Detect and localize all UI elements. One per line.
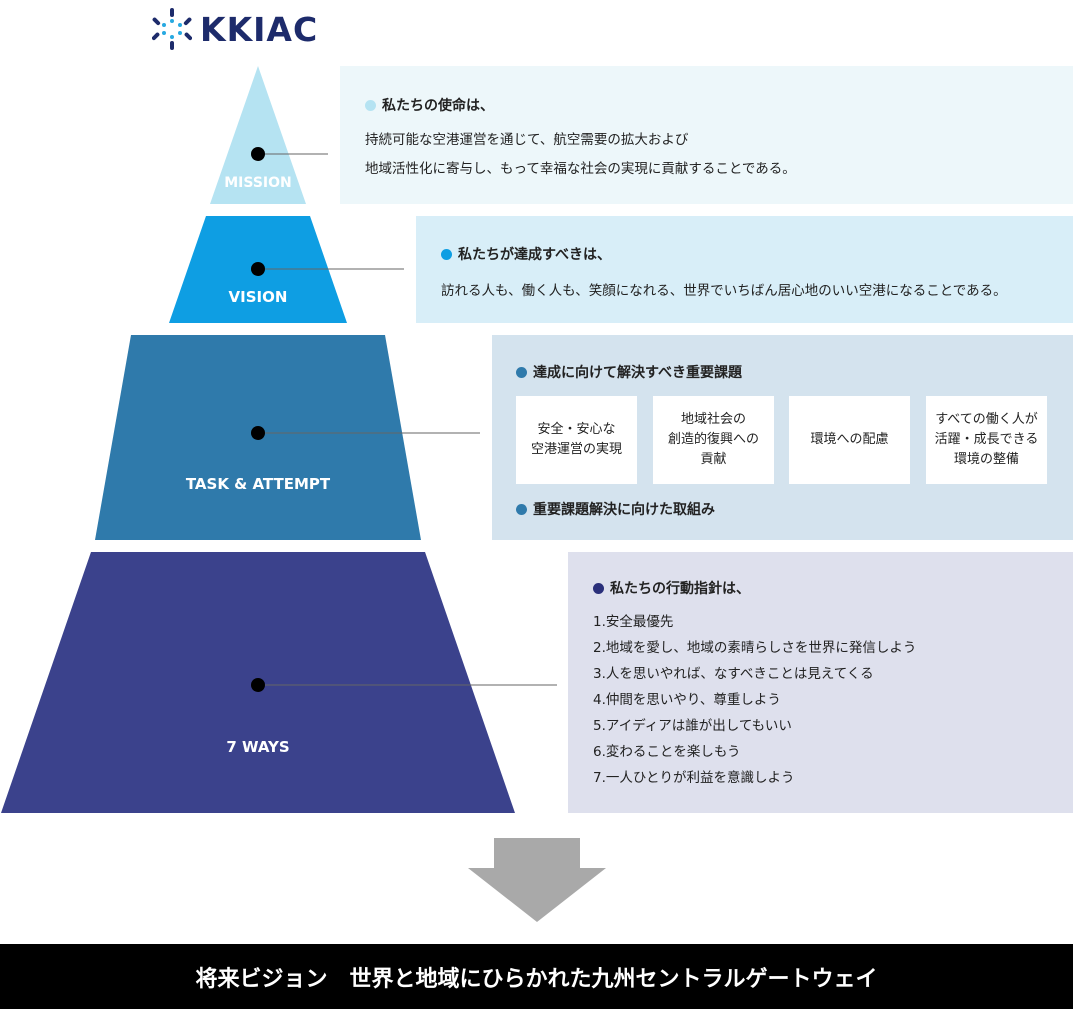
- tier-mission-shape: [210, 66, 306, 204]
- mission-title-text: 私たちの使命は、: [382, 98, 494, 114]
- mission-text: 持続可能な空港運営を通じて、航空需要の拡大および 地域活性化に寄与し、もって幸福…: [365, 126, 796, 184]
- vision-title-text: 私たちが達成すべきは、: [458, 247, 612, 263]
- future-vision-text: 将来ビジョン 世界と地域にひらかれた九州セントラルゲートウェイ: [195, 966, 878, 992]
- ways-item: 5.アイディアは誰が出してもいい: [593, 718, 792, 734]
- ways-title-text: 私たちの行動指針は、: [610, 581, 750, 597]
- brand-logo: KKIAC: [152, 6, 318, 52]
- ways-item: 1.安全最優先: [593, 614, 674, 630]
- vision-text: 訪れる人も、働く人も、笑顔になれる、世界でいちばん居心地のいい空港になることであ…: [441, 283, 1007, 299]
- mission-dot: [251, 147, 265, 161]
- task-item: すべての働く人が 活躍・成長できる 環境の整備: [926, 396, 1047, 484]
- task-item: 安全・安心な 空港運営の実現: [516, 396, 637, 484]
- tier-task-label: TASK & ATTEMPT: [185, 475, 331, 493]
- task-title: 達成に向けて解決すべき重要課題: [516, 362, 742, 382]
- brand-name: KKIAC: [200, 9, 319, 49]
- ways-dot: [251, 678, 265, 692]
- task-subtitle-text: 重要課題解決に向けた取組み: [533, 502, 715, 518]
- ways-panel: 私たちの行動指針は、 1.安全最優先 2.地域を愛し、地域の素晴らしさを世界に発…: [568, 552, 1073, 813]
- ways-list: 1.安全最優先 2.地域を愛し、地域の素晴らしさを世界に発信しよう 3.人を思い…: [593, 609, 916, 791]
- tier-vision-label: VISION: [228, 288, 288, 306]
- mission-line: 持続可能な空港運営を通じて、航空需要の拡大および: [365, 132, 689, 148]
- task-title-text: 達成に向けて解決すべき重要課題: [533, 365, 743, 381]
- pyramid-diagram: [1, 66, 557, 813]
- logo-mark-icon: [152, 8, 192, 50]
- ways-title: 私たちの行動指針は、: [593, 578, 750, 598]
- task-panel: 達成に向けて解決すべき重要課題 安全・安心な 空港運営の実現 地域社会の 創造的…: [492, 335, 1073, 540]
- tier-mission-label: MISSION: [224, 175, 292, 191]
- down-arrow-icon: [468, 838, 606, 922]
- vision-dot: [251, 262, 265, 276]
- vision-bullet-icon: [441, 248, 452, 260]
- mission-title: 私たちの使命は、: [365, 95, 494, 115]
- mission-panel: 私たちの使命は、 持続可能な空港運営を通じて、航空需要の拡大および 地域活性化に…: [340, 66, 1073, 204]
- ways-bullet-icon: [593, 582, 604, 594]
- task-item: 環境への配慮: [789, 396, 910, 484]
- vision-title: 私たちが達成すべきは、: [441, 244, 611, 264]
- task-subtitle: 重要課題解決に向けた取組み: [516, 499, 715, 519]
- task-subtitle-bullet-icon: [516, 503, 527, 515]
- ways-item: 6.変わることを楽しもう: [593, 744, 741, 760]
- vision-panel: 私たちが達成すべきは、 訪れる人も、働く人も、笑顔になれる、世界でいちばん居心地…: [416, 216, 1073, 323]
- task-item: 地域社会の 創造的復興への 貢献: [653, 396, 774, 484]
- mission-bullet-icon: [365, 99, 376, 111]
- future-vision-banner: 将来ビジョン 世界と地域にひらかれた九州セントラルゲートウェイ: [0, 944, 1073, 1009]
- mission-line: 地域活性化に寄与し、もって幸福な社会の実現に貢献することである。: [365, 161, 796, 177]
- ways-item: 3.人を思いやれば、なすべきことは見えてくる: [593, 666, 874, 682]
- tier-ways-label: 7 WAYS: [226, 738, 290, 756]
- ways-item: 7.一人ひとりが利益を意識しよう: [593, 770, 795, 786]
- task-bullet-icon: [516, 366, 527, 378]
- ways-item: 4.仲間を思いやり、尊重しよう: [593, 692, 781, 708]
- task-dot: [251, 426, 265, 440]
- ways-item: 2.地域を愛し、地域の素晴らしさを世界に発信しよう: [593, 640, 917, 656]
